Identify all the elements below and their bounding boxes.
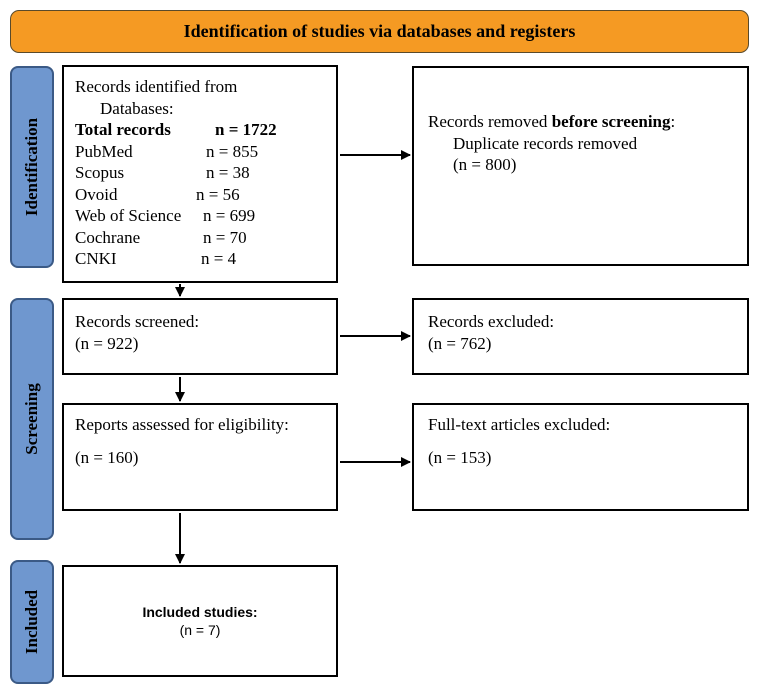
- total-records-label: Total records: [75, 120, 171, 139]
- phase-included: Included: [10, 560, 54, 684]
- total-records-value: n = 1722: [215, 120, 277, 139]
- phase-screening: Screening: [10, 298, 54, 540]
- fulltext-excluded-label: Full-text articles excluded:: [428, 415, 611, 434]
- source-row: PubMed n = 855: [75, 141, 336, 163]
- duplicate-records-count: (n = 800): [453, 155, 517, 174]
- included-studies-count: (n = 7): [179, 622, 221, 638]
- source-name: CNKI: [75, 249, 117, 268]
- fulltext-excluded-count: (n = 153): [428, 447, 492, 467]
- source-name: PubMed: [75, 141, 133, 161]
- source-name: Scopus: [75, 163, 125, 182]
- source-row: Ovoid n = 56: [75, 184, 336, 206]
- source-count: n = 38: [206, 163, 250, 182]
- records-identified-line1: Records identified from: [75, 77, 238, 96]
- reports-assessed-box: Reports assessed for eligibility: (n = 1…: [62, 403, 338, 511]
- source-row: Web of Science n = 699: [75, 205, 336, 227]
- source-count: n = 70: [203, 227, 247, 247]
- included-studies-box: Included studies: (n = 7): [62, 565, 338, 677]
- records-excluded-count: (n = 762): [428, 333, 492, 353]
- records-screened-label: Records screened:: [75, 312, 200, 331]
- source-row: CNKI n = 4: [75, 248, 336, 270]
- records-identified-line2: Databases:: [100, 98, 174, 118]
- phase-identification: Identification: [10, 66, 54, 268]
- source-row: Scopus n = 38: [75, 162, 336, 184]
- source-row: Cochrane n = 70: [75, 227, 336, 249]
- records-identified-box: Records identified from Databases: Total…: [62, 65, 338, 283]
- records-removed-line1: Records removed before screening:: [428, 111, 747, 133]
- reports-assessed-label: Reports assessed for eligibility:: [75, 415, 289, 434]
- header-banner: Identification of studies via databases …: [10, 10, 749, 53]
- source-count: n = 56: [196, 184, 240, 204]
- total-records-row: Total records n = 1722: [75, 119, 336, 141]
- records-excluded-label: Records excluded:: [428, 312, 555, 331]
- records-removed-suffix: :: [670, 112, 676, 131]
- records-excluded-box: Records excluded: (n = 762): [412, 298, 749, 375]
- diagram-title: Identification of studies via databases …: [183, 21, 576, 41]
- fulltext-excluded-box: Full-text articles excluded: (n = 153): [412, 403, 749, 511]
- source-count: n = 855: [206, 141, 259, 161]
- source-name: Ovoid: [75, 184, 118, 204]
- reports-assessed-count: (n = 160): [75, 447, 139, 467]
- source-name: Web of Science: [75, 206, 182, 225]
- source-count: n = 4: [201, 249, 237, 268]
- records-screened-count: (n = 922): [75, 333, 139, 353]
- source-name: Cochrane: [75, 227, 141, 247]
- records-removed-prefix: Records removed: [428, 112, 552, 131]
- source-count: n = 699: [203, 206, 256, 225]
- records-removed-emphasis: before screening: [551, 112, 671, 131]
- included-studies-label: Included studies:: [142, 604, 258, 620]
- records-removed-box: Records removed before screening: Duplic…: [412, 66, 749, 266]
- records-screened-box: Records screened: (n = 922): [62, 298, 338, 375]
- duplicate-records-label: Duplicate records removed: [453, 133, 638, 153]
